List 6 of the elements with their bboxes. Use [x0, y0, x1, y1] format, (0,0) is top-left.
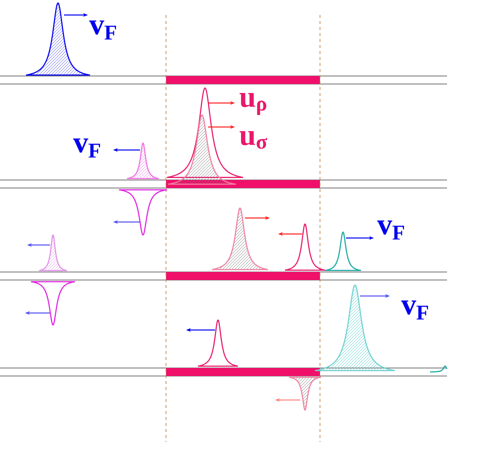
velocity-label: v$_{F}$ [401, 300, 428, 320]
velocity-label: v$_{F}$ [73, 138, 100, 158]
velocity-label: u$_{σ}$ [240, 131, 268, 149]
velocity-label: v$_{F}$ [89, 20, 116, 40]
velocity-label: v$_{F}$ [377, 220, 404, 240]
velocity-label: u$_{ρ}$ [240, 93, 266, 115]
